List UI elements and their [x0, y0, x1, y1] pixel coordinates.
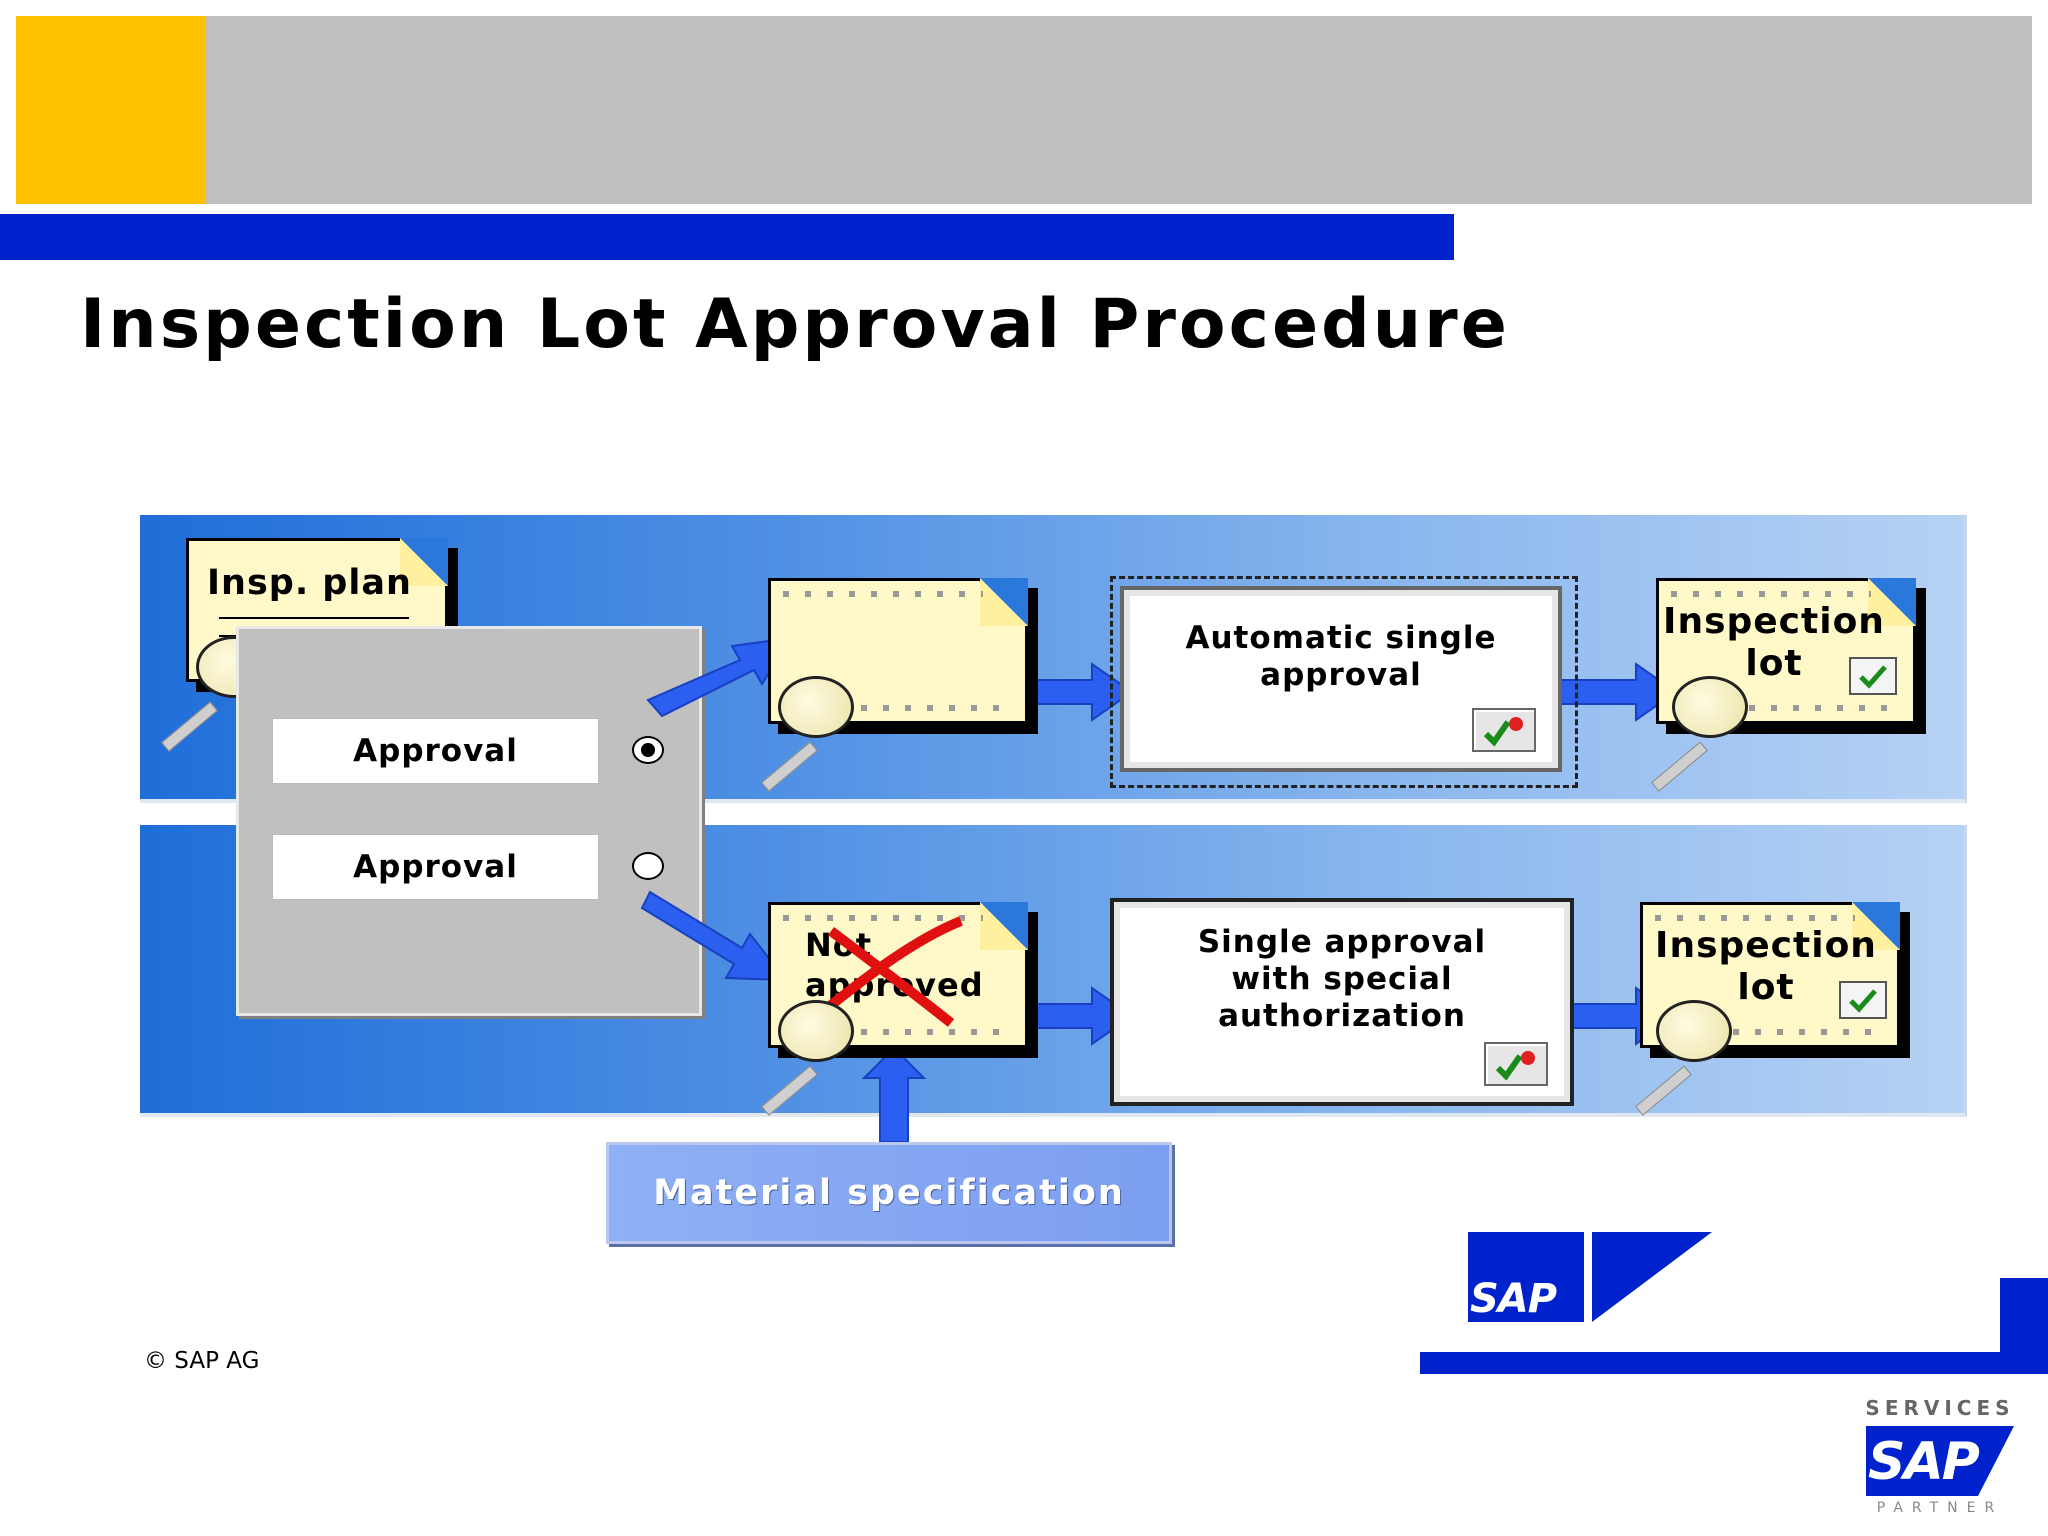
sap-logo-text: SAP	[1470, 1276, 1557, 1322]
header-yellow-block	[16, 16, 206, 204]
footer-blue-bar	[1420, 1352, 2048, 1374]
approve-checkmark-icon	[1495, 1051, 1535, 1081]
doc-corner-fold	[1868, 578, 1916, 626]
doc-dotted-line	[861, 1029, 1011, 1035]
auto-approval-box: Automatic single approval	[1120, 586, 1562, 772]
sap-logo-wedge	[1592, 1232, 1712, 1322]
doc-corner-fold	[1852, 902, 1900, 950]
doc-dotted-line	[1733, 1029, 1883, 1035]
sap-logo: SAP	[1468, 1232, 1712, 1322]
header-gray-bar	[206, 16, 2032, 204]
lot-ok-checkbox	[1839, 981, 1887, 1019]
approval-option-2-button[interactable]: Approval	[272, 834, 599, 900]
sap-logo-block	[1468, 1232, 1584, 1322]
approval-option-1-button[interactable]: Approval	[272, 718, 599, 784]
material-specification-label: Material specification	[653, 1173, 1125, 1213]
arrow-material-spec-up	[861, 1046, 927, 1143]
header-blue-bar	[0, 214, 1454, 260]
sap-services-partner-logo: SERVICES SAP PARTNER	[1860, 1396, 2020, 1524]
doc-dotted-line	[1655, 915, 1855, 921]
doc-dotted-line	[783, 591, 983, 597]
auto-approval-frame	[1110, 576, 1578, 788]
arrow-to-lot-bottom	[640, 890, 789, 982]
approval-options-panel	[236, 626, 702, 1016]
checkmark-icon	[1849, 989, 1877, 1013]
partner-logo-bottom-text: PARTNER	[1876, 1500, 2004, 1516]
doc-dotted-line	[1749, 705, 1899, 711]
magnifier-icon	[778, 676, 854, 738]
magnifier-icon	[1656, 1000, 1732, 1062]
checkmark-icon	[1859, 665, 1887, 689]
magnifier-icon	[1672, 676, 1748, 738]
doc-dotted-line	[861, 705, 1011, 711]
approve-button[interactable]	[1484, 1042, 1548, 1086]
approve-checkmark-icon	[1483, 717, 1523, 747]
inspection-plan-label: Insp. plan	[207, 563, 412, 603]
lot-ok-checkbox	[1849, 657, 1897, 695]
doc-line	[219, 617, 409, 619]
inspection-lot-document-bottom: Inspection lot	[1640, 902, 1900, 1048]
approve-button[interactable]	[1472, 708, 1536, 752]
partner-logo-block	[1866, 1426, 1978, 1496]
page-title: Inspection Lot Approval Procedure	[80, 285, 1510, 364]
material-specification-box: Material specification	[606, 1142, 1172, 1244]
approval-option-2-radio[interactable]	[632, 852, 664, 880]
doc-dotted-line	[1671, 591, 1871, 597]
special-approval-box: Single approval with special authorizati…	[1110, 898, 1574, 1106]
partner-logo-brand: SAP	[1868, 1432, 1980, 1492]
special-approval-label: Single approval with special authorizati…	[1197, 924, 1487, 1034]
inspection-lot-label-bottom: Inspection lot	[1655, 925, 1877, 1008]
partner-logo-top-text: SERVICES	[1865, 1396, 2015, 1420]
doc-corner-fold	[400, 538, 448, 586]
approval-option-1-radio[interactable]	[632, 736, 664, 764]
copyright-text: © SAP AG	[144, 1348, 260, 1374]
doc-dotted-line	[783, 915, 983, 921]
doc-corner-fold	[980, 578, 1028, 626]
inspection-lot-label-top: Inspection lot	[1663, 601, 1885, 684]
partner-logo-wedge	[1978, 1426, 2014, 1496]
doc-corner-fold	[980, 902, 1028, 950]
auto-approval-label: Automatic single approval	[1185, 620, 1497, 693]
magnifier-icon	[778, 1000, 854, 1062]
